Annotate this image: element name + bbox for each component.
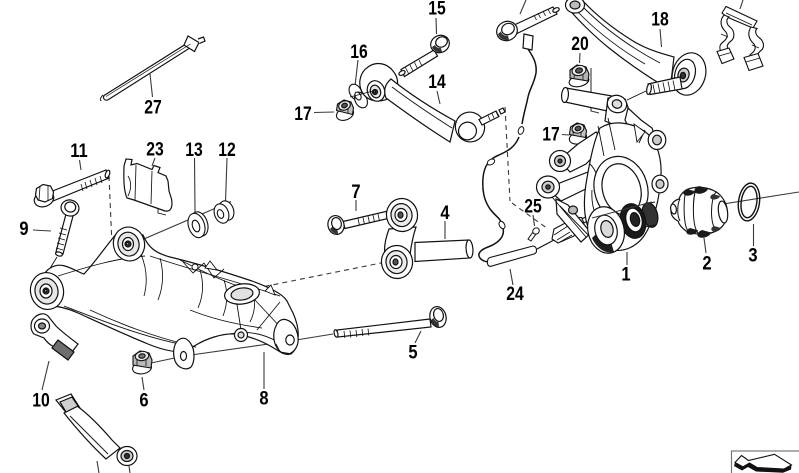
- svg-text:14: 14: [428, 71, 446, 93]
- svg-text:25: 25: [524, 196, 542, 218]
- svg-text:15: 15: [428, 0, 446, 20]
- svg-text:8: 8: [259, 388, 268, 410]
- svg-text:6: 6: [139, 390, 148, 412]
- svg-text:1: 1: [621, 264, 630, 286]
- svg-text:11: 11: [70, 140, 88, 162]
- svg-text:7: 7: [351, 181, 360, 203]
- svg-text:13: 13: [185, 139, 203, 161]
- svg-text:16: 16: [350, 41, 368, 63]
- svg-text:17: 17: [294, 103, 312, 125]
- svg-text:20: 20: [571, 33, 589, 55]
- svg-text:5: 5: [408, 342, 417, 364]
- svg-text:10: 10: [32, 390, 50, 412]
- svg-text:23: 23: [146, 139, 164, 161]
- svg-text:9: 9: [19, 218, 28, 240]
- svg-text:2: 2: [702, 253, 711, 275]
- svg-text:24: 24: [506, 283, 524, 305]
- svg-text:3: 3: [748, 245, 757, 267]
- svg-text:4: 4: [440, 202, 449, 224]
- svg-text:18: 18: [651, 9, 669, 31]
- svg-text:12: 12: [218, 139, 236, 161]
- svg-text:27: 27: [144, 97, 162, 119]
- svg-text:17: 17: [542, 124, 560, 146]
